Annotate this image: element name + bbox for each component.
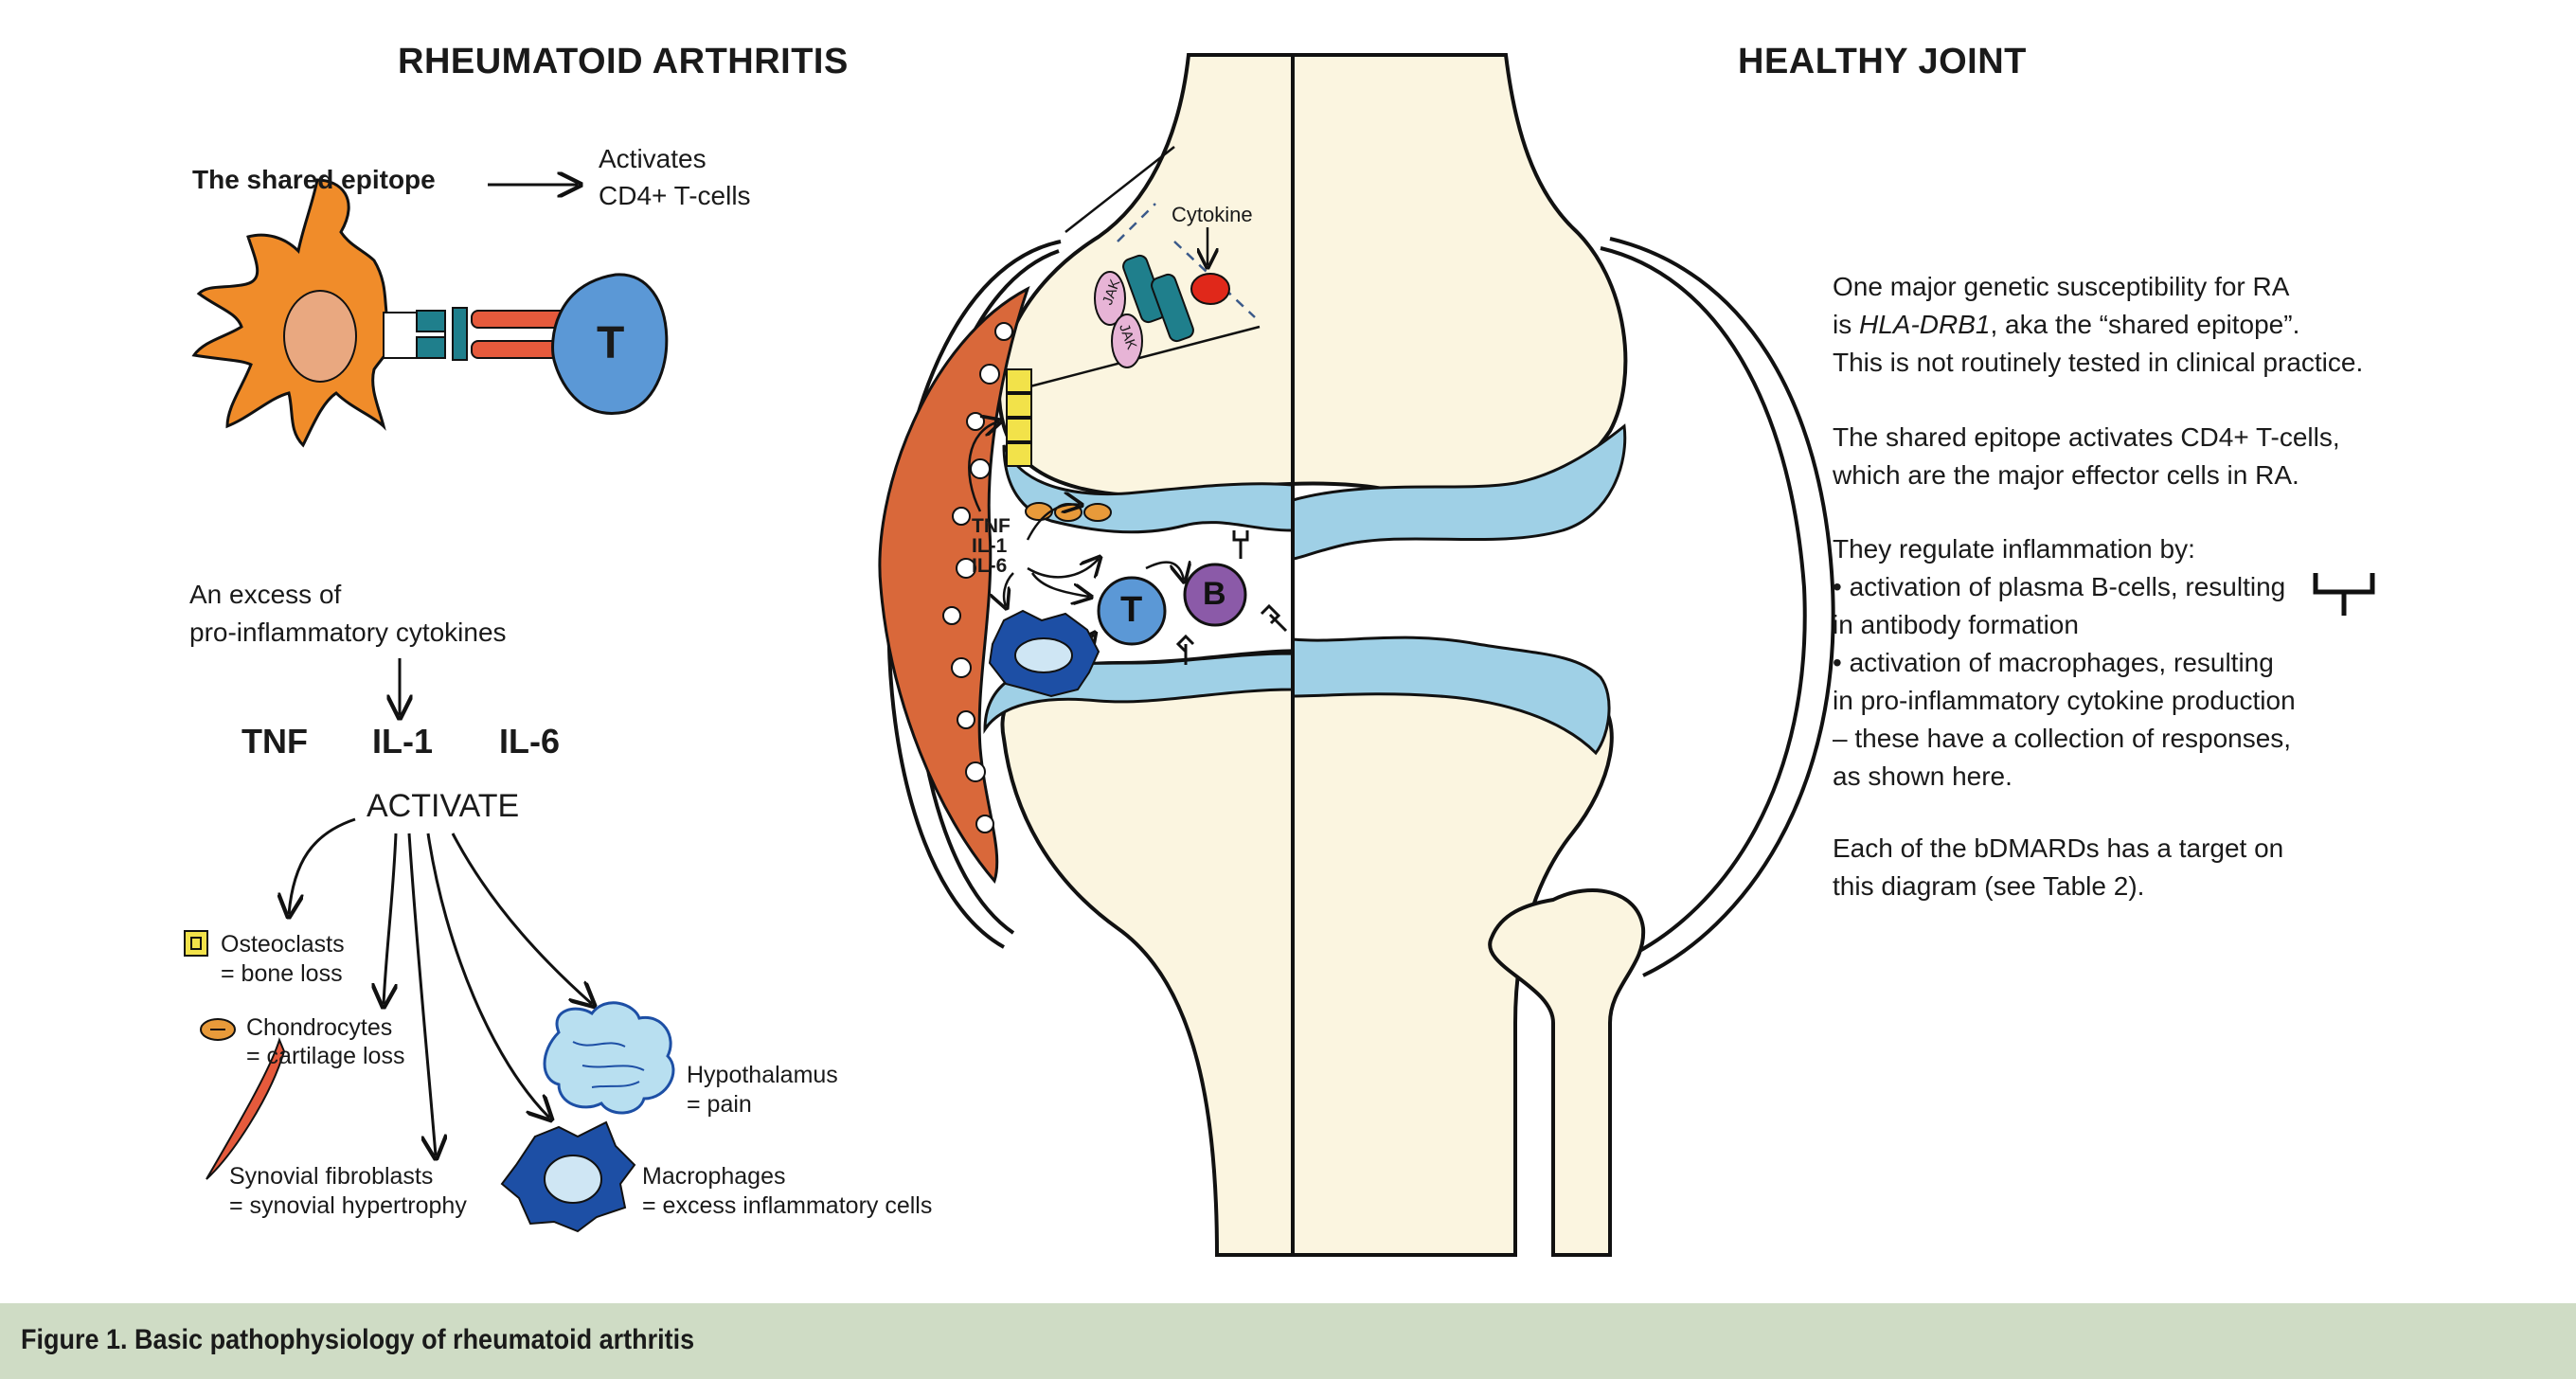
target-fibroblasts-name: Synovial fibroblasts [229,1163,434,1190]
excess-line1: An excess of [189,580,342,609]
joint-b-cell-label: B [1203,576,1226,612]
desc-p1-post: , aka the “shared epitope”. [1990,310,2300,339]
desc-p4-line2: this diagram (see Table 2). [1833,871,2145,901]
shared-epitope-label: The shared epitope [192,165,436,194]
desc-p2-line1: The shared epitope activates CD4+ T-cell… [1833,422,2340,452]
desc-p3-line2: • activation of plasma B-cells, resultin… [1833,572,2286,601]
cytokine-label: Cytokine [1172,203,1253,226]
femur-cartilage [1291,423,1627,561]
desc-p1-pre: is [1833,310,1859,339]
description-paragraph-3: They regulate inflammation by: • activat… [1833,530,2533,796]
description-paragraph-1: One major genetic susceptibility for RA … [1833,268,2533,382]
excess-line2: pro-inflammatory cytokines [189,618,507,647]
fibroblast-icon [206,1037,286,1180]
heading-rheumatoid-arthritis: RHEUMATOID ARTHRITIS [398,42,849,81]
cytokine-il1: IL-1 [372,722,434,761]
activate-arrows [289,817,592,1155]
cytokine-il6: IL-6 [499,722,561,761]
desc-p3-line7: as shown here. [1833,761,2012,791]
desc-p4-line1: Each of the bDMARDs has a target on [1833,833,2284,863]
epitope-t-cell [551,273,669,415]
synovial-villi [942,322,1013,833]
joint-t-cell [1097,576,1167,646]
fibula [1488,888,1646,1257]
desc-p3-line4: • activation of macrophages, resulting [1833,648,2274,677]
tibia-cartilage [1291,636,1611,756]
joint-tnf: TNF [972,515,1011,537]
desc-p3-line3: in antibody formation [1833,610,2079,639]
desc-p1-line3: This is not routinely tested in clinical… [1833,348,2364,377]
joint-il6: IL-6 [972,555,1008,577]
activate-label: ACTIVATE [367,788,520,824]
target-osteoclasts-effect: = bone loss [221,960,343,987]
target-osteoclasts-name: Osteoclasts [221,931,345,958]
target-hypothalamus-effect: = pain [687,1091,752,1118]
activates-line1: Activates [599,144,707,173]
target-fibroblasts-effect: = synovial hypertrophy [229,1192,467,1219]
desc-p3-line1: They regulate inflammation by: [1833,534,2195,564]
target-chondrocytes-effect: = cartilage loss [246,1043,405,1069]
epitope-t-cell-label: T [597,318,625,368]
cytokine-receptor [1094,254,1194,368]
synovium [878,285,1030,884]
joint-t-cell-label: T [1120,590,1143,630]
heading-healthy-joint: HEALTHY JOINT [1738,42,2027,81]
target-chondrocytes-name: Chondrocytes [246,1014,393,1041]
desc-p3-line6: – these have a collection of responses, [1833,724,2292,753]
femur [996,53,1628,503]
joint-il1: IL-1 [972,535,1008,557]
desc-p2-line2: which are the major effector cells in RA… [1833,460,2299,490]
figure-caption: Figure 1. Basic pathophysiology of rheum… [21,1324,695,1355]
target-macrophages-name: Macrophages [642,1163,786,1190]
antibody-icon [2313,573,2375,616]
desc-p1-gene: HLA-DRB1 [1859,310,1991,339]
osteoclast-icon [184,930,208,957]
caption-bar: Figure 1. Basic pathophysiology of rheum… [0,1303,2576,1379]
joint-antibodies [1175,530,1288,665]
osteoclast-cluster [1006,368,1032,467]
activates-line2: CD4+ T-cells [599,181,751,210]
mhc-tcr-complex [383,307,577,361]
desc-p3-line5: in pro-inflammatory cytokine production [1833,686,2296,715]
description-paragraph-4: Each of the bDMARDs has a target on this… [1833,830,2533,905]
desc-p1-line2: is HLA-DRB1, aka the “shared epitope”. [1833,306,2533,344]
cytokine-tnf: TNF [242,722,308,761]
desc-p1-line1: One major genetic susceptibility for RA [1833,272,2290,301]
target-hypothalamus-name: Hypothalamus [687,1062,838,1088]
description-paragraph-2: The shared epitope activates CD4+ T-cell… [1833,419,2533,494]
joint-b-cell [1183,563,1247,627]
cytokine-molecule [1190,273,1230,305]
target-macrophages-effect: = excess inflammatory cells [642,1192,933,1219]
hypothalamus-icon [543,1001,675,1115]
